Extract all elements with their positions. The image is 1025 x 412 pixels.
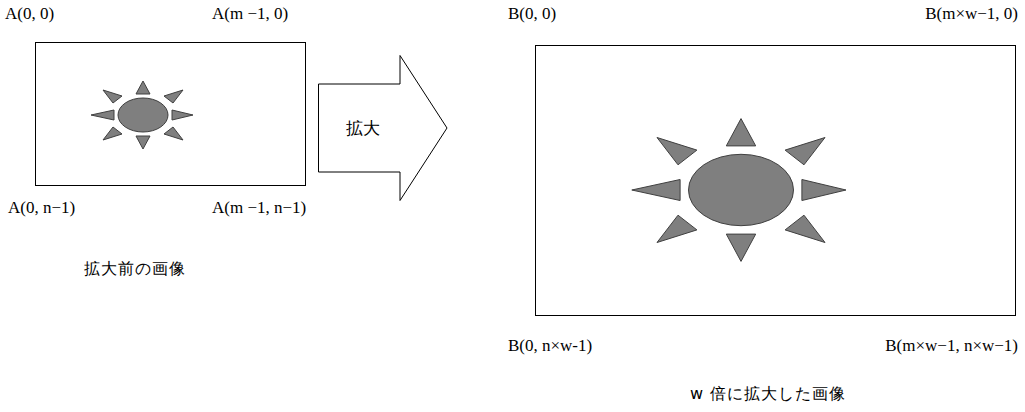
- large-sun: [632, 119, 846, 262]
- corner-coordinate: A(m −1, n−1): [212, 198, 306, 218]
- enlarged-image-frame: [536, 46, 1016, 316]
- corner-coordinate: A(m −1, 0): [212, 4, 288, 24]
- image-caption: w 倍に拡大した画像: [690, 384, 846, 403]
- corner-coordinate: A(0, 0): [5, 4, 54, 24]
- corner-coordinate: B(m×w−1, 0): [925, 4, 1018, 24]
- original-image-frame: [36, 43, 306, 186]
- corner-coordinate: A(0, n−1): [8, 198, 75, 218]
- arrow-outline: [318, 55, 448, 201]
- corner-coordinate: B(0, n×w-1): [508, 336, 592, 356]
- block-arrow: 拡大: [318, 55, 448, 201]
- arrow-shape: [319, 56, 448, 201]
- image-caption: 拡大前の画像: [84, 259, 186, 278]
- corner-coordinate: B(m×w−1, n×w−1): [885, 336, 1018, 356]
- arrow-label: 拡大: [346, 118, 380, 138]
- small-sun: [91, 81, 193, 149]
- corner-coordinate: B(0, 0): [508, 4, 556, 24]
